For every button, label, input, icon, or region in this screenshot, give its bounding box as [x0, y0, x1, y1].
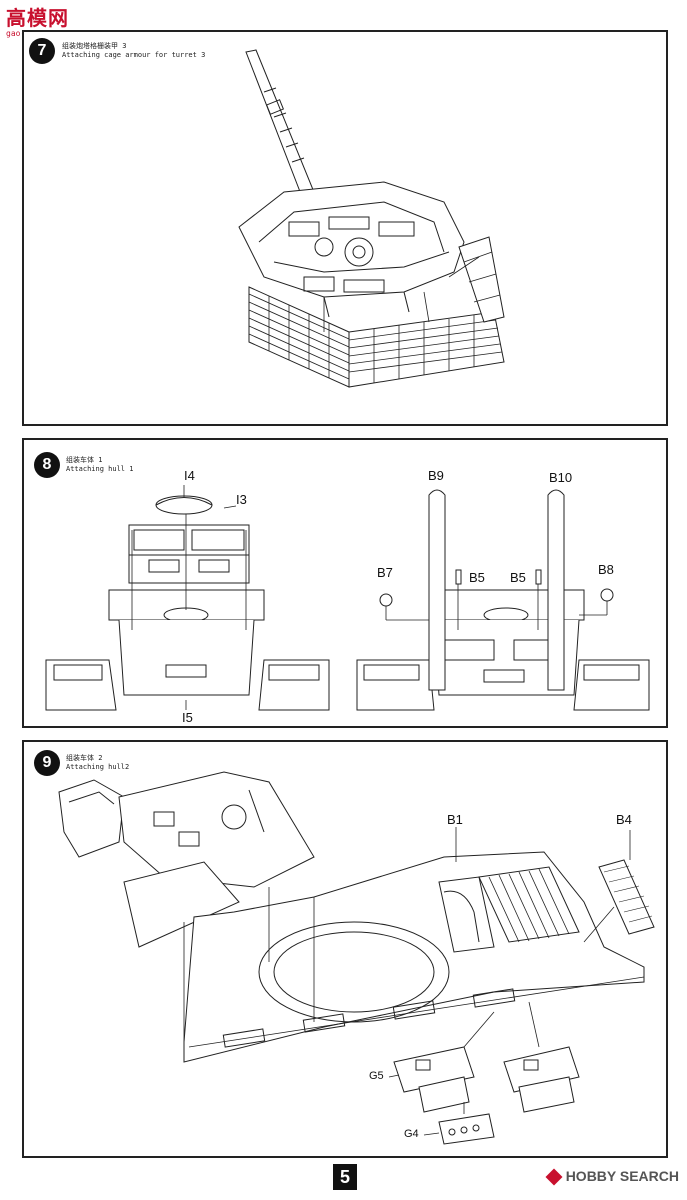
part-label-i5: I5 — [182, 710, 193, 725]
turret-drawing — [238, 49, 505, 388]
hobby-search-logo-icon — [545, 1168, 563, 1186]
step-7-panel: 7 组装炮塔格栅装甲 3 Attaching cage armour for t… — [22, 30, 668, 426]
part-label-i4: I4 — [184, 468, 195, 483]
part-label-b9: B9 — [428, 468, 444, 483]
step-8-panel: 8 组装车体 1 Attaching hull 1 — [22, 438, 668, 728]
step-caption-en: Attaching hull 1 — [66, 465, 134, 473]
part-label-b5-left: B5 — [469, 570, 485, 585]
part-label-b8: B8 — [598, 562, 614, 577]
part-label-b7: B7 — [377, 565, 393, 580]
step-number: 9 — [34, 750, 60, 776]
part-label-i3: I3 — [236, 492, 247, 507]
step-9-panel: 9 组装车体 2 Attaching hull2 — [22, 740, 668, 1158]
step-caption-cn: 组装车体 2 — [66, 754, 103, 762]
step-number: 8 — [34, 452, 60, 478]
part-label-b1: B1 — [447, 812, 463, 827]
step-caption-en: Attaching hull2 — [66, 763, 130, 771]
watermark: HOBBY SEARCH — [545, 1168, 679, 1186]
watermark-text: HOBBY SEARCH — [565, 1168, 679, 1184]
step-caption-cn: 组装炮塔格栅装甲 3 — [62, 42, 127, 50]
page-number: 5 — [333, 1164, 357, 1190]
step-caption-en: Attaching cage armour for turret 3 — [62, 51, 206, 59]
hull-lower-drawing — [58, 771, 655, 1145]
step-number: 7 — [29, 38, 55, 64]
part-label-b5-right: B5 — [510, 570, 526, 585]
hull-drawing — [45, 485, 650, 711]
step-caption-cn: 组装车体 1 — [66, 456, 103, 464]
site-logo-text: 高模网 — [6, 6, 69, 30]
part-label-b4: B4 — [616, 812, 632, 827]
part-label-g5: G5 — [369, 1070, 384, 1082]
part-label-b10: B10 — [549, 470, 573, 485]
part-label-g4: G4 — [404, 1128, 419, 1140]
